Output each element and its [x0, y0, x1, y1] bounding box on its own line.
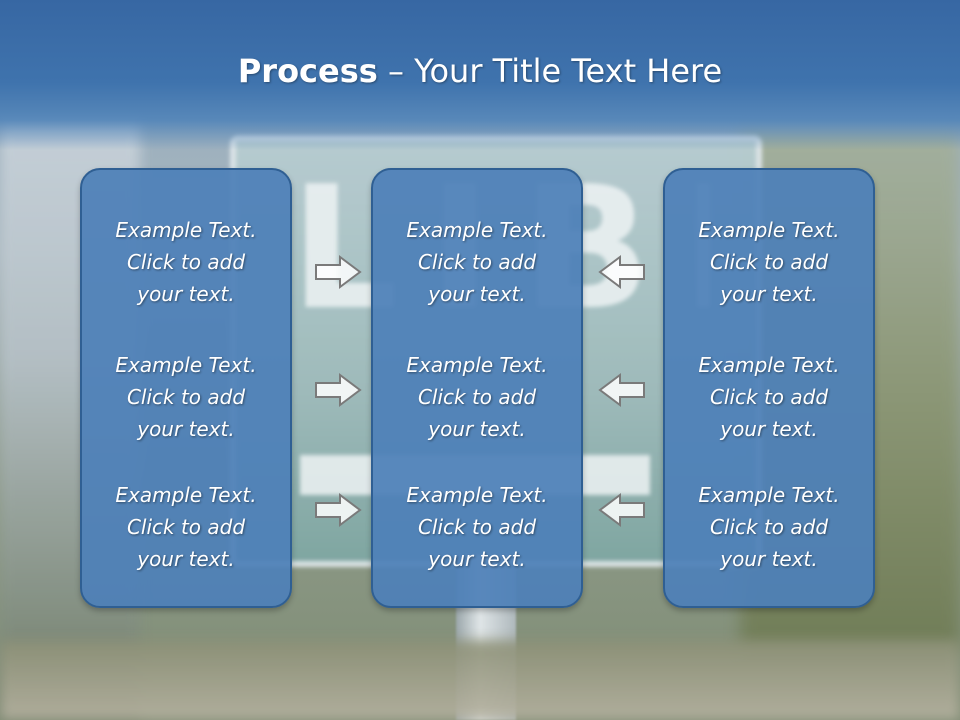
- text-line: Click to add: [126, 385, 246, 409]
- text-line: your text.: [428, 417, 526, 441]
- text-line: Click to add: [709, 385, 829, 409]
- text-line: Click to add: [417, 385, 537, 409]
- text-line: Click to add: [126, 515, 246, 539]
- text-line: Click to add: [709, 515, 829, 539]
- panel-text-item[interactable]: Example Text. Click to add your text.: [82, 214, 290, 310]
- text-line: Click to add: [709, 250, 829, 274]
- panel-text-item[interactable]: Example Text. Click to add your text.: [373, 479, 581, 575]
- text-line: Example Text.: [115, 218, 257, 242]
- text-line: Click to add: [126, 250, 246, 274]
- panel-text-item[interactable]: Example Text. Click to add your text.: [373, 349, 581, 445]
- panel-text-item[interactable]: Example Text. Click to add your text.: [665, 349, 873, 445]
- arrow-right-icon: [314, 372, 362, 408]
- panel-text-item[interactable]: Example Text. Click to add your text.: [82, 349, 290, 445]
- panel-text-item[interactable]: Example Text. Click to add your text.: [82, 479, 290, 575]
- text-line: Example Text.: [406, 353, 548, 377]
- text-line: Example Text.: [115, 483, 257, 507]
- text-line: Click to add: [417, 250, 537, 274]
- panel-text-item[interactable]: Example Text. Click to add your text.: [373, 214, 581, 310]
- arrow-left-icon: [598, 492, 646, 528]
- text-line: your text.: [137, 282, 235, 306]
- panel-text-item[interactable]: Example Text. Click to add your text.: [665, 214, 873, 310]
- text-line: your text.: [137, 417, 235, 441]
- text-line: your text.: [137, 547, 235, 571]
- panel-text-item[interactable]: Example Text. Click to add your text.: [665, 479, 873, 575]
- arrow-right-icon: [314, 254, 362, 290]
- title-bar: Process – Your Title Text Here: [0, 0, 960, 150]
- slide-title[interactable]: Process – Your Title Text Here: [0, 52, 960, 90]
- background-ground: [0, 640, 960, 720]
- arrow-right-icon: [314, 492, 362, 528]
- title-rest: – Your Title Text Here: [377, 52, 723, 90]
- text-line: Example Text.: [698, 483, 840, 507]
- text-line: your text.: [720, 417, 818, 441]
- arrow-left-icon: [598, 372, 646, 408]
- text-line: your text.: [428, 547, 526, 571]
- text-line: Example Text.: [406, 218, 548, 242]
- arrow-left-icon: [598, 254, 646, 290]
- text-line: your text.: [428, 282, 526, 306]
- process-panel-center[interactable]: Example Text. Click to add your text. Ex…: [371, 168, 583, 608]
- text-line: your text.: [720, 282, 818, 306]
- text-line: Example Text.: [406, 483, 548, 507]
- text-line: Example Text.: [698, 218, 840, 242]
- process-panel-left[interactable]: Example Text. Click to add your text. Ex…: [80, 168, 292, 608]
- text-line: Click to add: [417, 515, 537, 539]
- process-panel-right[interactable]: Example Text. Click to add your text. Ex…: [663, 168, 875, 608]
- title-bold: Process: [237, 52, 378, 90]
- text-line: your text.: [720, 547, 818, 571]
- text-line: Example Text.: [115, 353, 257, 377]
- text-line: Example Text.: [698, 353, 840, 377]
